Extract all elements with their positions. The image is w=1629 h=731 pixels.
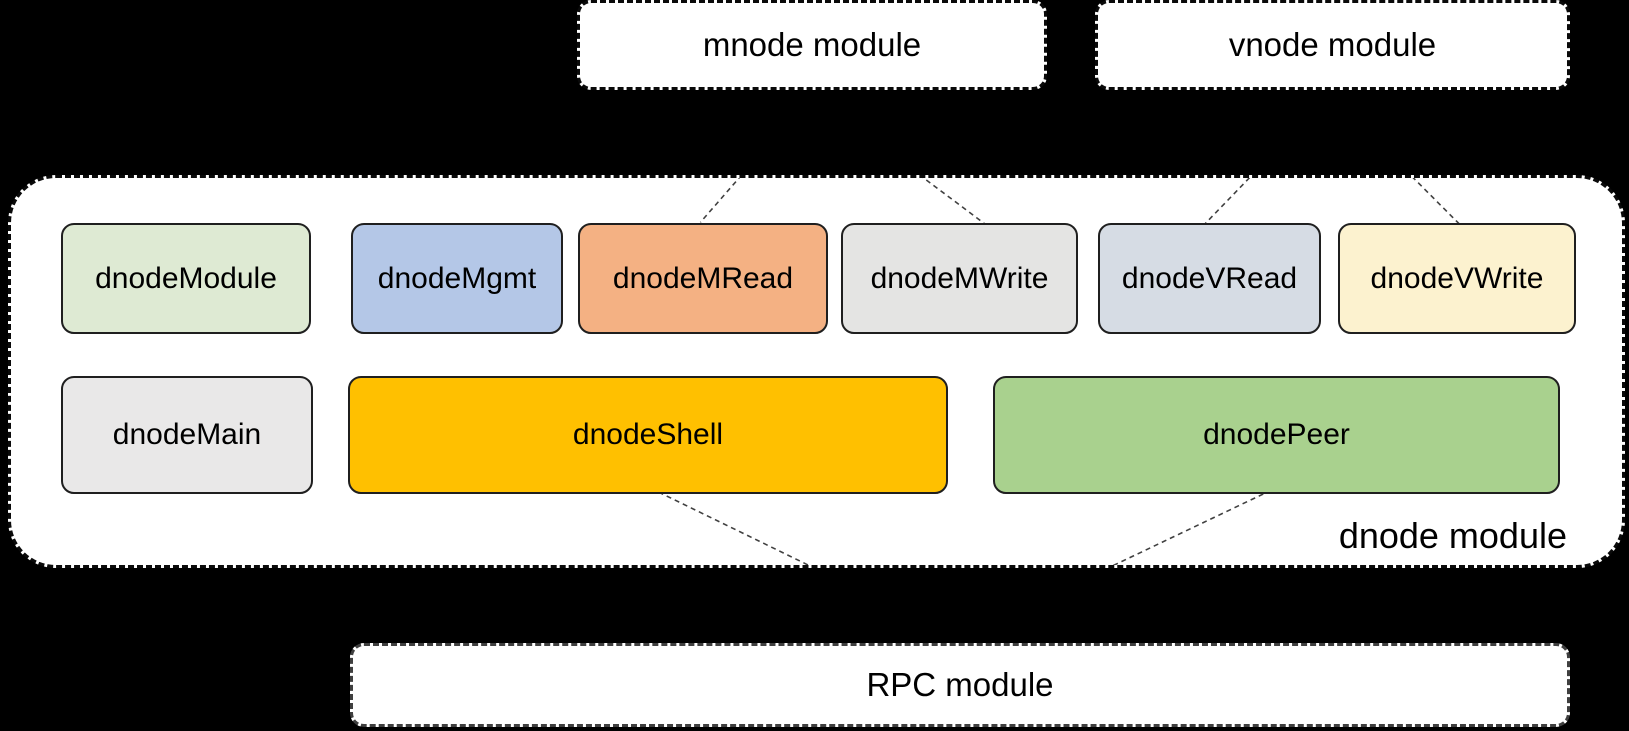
node-dnodemain-label: dnodeMain (112, 418, 262, 451)
module-mnode-label: mnode module (702, 26, 922, 63)
node-dnodemodule-label: dnodeModule (95, 261, 277, 295)
node-dnodeshell-label: dnodeShell (572, 418, 724, 451)
connector-vnode-dnodevread (1203, 178, 1251, 225)
connector-dnodepeer-rpc (1112, 489, 1272, 565)
node-dnodepeer-label: dnodePeer (1203, 418, 1350, 451)
node-dnodevwrite: dnodeVWrite (1338, 223, 1576, 334)
node-dnodemread: dnodeMRead (578, 223, 828, 334)
node-dnodemgmt: dnodeMgmt (351, 223, 563, 334)
node-dnodeshell: dnodeShell (348, 376, 948, 494)
node-dnodevwrite-label: dnodeVWrite (1370, 261, 1544, 295)
module-vnode-label: vnode module (1228, 26, 1437, 63)
module-vnode: vnode module (1095, 0, 1570, 90)
node-dnodemgmt-label: dnodeMgmt (377, 261, 537, 295)
module-dnode: dnodeModule dnodeMgmt dnodeMRead dnodeMW… (8, 175, 1625, 568)
connector-vnode-dnodevwrite (1412, 178, 1461, 225)
connector-mnode-dnodemread (699, 178, 741, 223)
module-mnode: mnode module (577, 0, 1047, 90)
node-dnodevread: dnodeVRead (1098, 223, 1321, 334)
connector-lines (650, 178, 1461, 565)
module-rpc: RPC module (350, 643, 1570, 727)
node-dnodepeer: dnodePeer (993, 376, 1560, 494)
node-dnodemwrite: dnodeMWrite (841, 223, 1078, 334)
module-dnode-label: dnode module (1338, 515, 1567, 556)
node-dnodevread-label: dnodeVRead (1121, 261, 1298, 295)
node-dnodemodule: dnodeModule (61, 223, 311, 334)
module-rpc-label: RPC module (866, 666, 1054, 703)
node-dnodemread-label: dnodeMRead (612, 261, 794, 295)
connector-dnodeshell-rpc (650, 487, 810, 565)
connector-mnode-dnodemwrite (922, 178, 986, 225)
node-dnodemwrite-label: dnodeMWrite (870, 261, 1049, 295)
node-dnodemain: dnodeMain (61, 376, 313, 494)
